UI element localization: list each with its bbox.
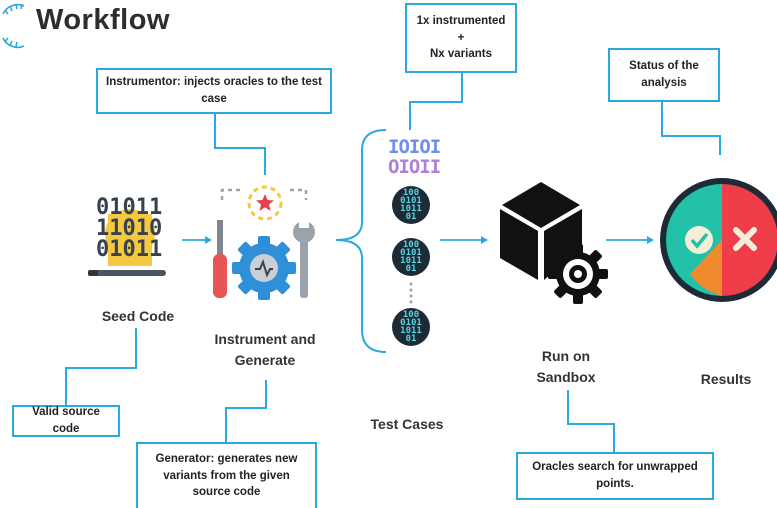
cross-icon <box>733 227 757 251</box>
seed-code-row: 01011 <box>96 237 163 262</box>
generator-callout: Generator: generates new variants from t… <box>136 442 317 508</box>
oracles-connector <box>567 390 615 452</box>
seed-code-row: 11010 <box>96 216 163 241</box>
binary-row: OIOII <box>388 156 441 178</box>
variant-icon: 100 0101 1011 01 <box>392 308 430 346</box>
seed-connector <box>65 328 137 405</box>
variant-row: 01 <box>405 334 417 344</box>
variants-line-2: + <box>457 31 465 44</box>
status-connector <box>661 102 721 155</box>
logo-icon <box>2 3 25 49</box>
wrench-icon <box>293 214 315 298</box>
check-icon <box>685 226 713 254</box>
variant-row: 0101 <box>400 248 422 258</box>
seed-code-row: 01011 <box>96 195 163 220</box>
variants-callout: 1x instrumented + Nx variants <box>405 3 517 73</box>
stage-instrument-label: Instrument and Generate <box>214 331 316 368</box>
valid-source-callout: Valid source code <box>12 405 120 437</box>
variant-row: 100 <box>402 240 420 250</box>
variants-connector <box>409 73 463 130</box>
variant-row: 0101 <box>400 196 422 206</box>
stage-seed-label: Seed Code <box>101 308 175 324</box>
cube-icon <box>500 182 582 280</box>
variants-line-3: Nx variants <box>429 48 492 61</box>
page-title: Workflow <box>36 4 170 36</box>
variant-row: 100 <box>402 188 420 198</box>
seed-code-digits: 01011 11010 01011 <box>96 195 163 262</box>
screwdriver-icon <box>213 220 227 298</box>
binary-row: IOIOI <box>388 136 441 158</box>
variants-line-1: 1x instrumented <box>416 14 506 27</box>
gear-icon <box>232 236 296 300</box>
variant-row: 0101 <box>400 318 422 328</box>
instrumentor-connector <box>214 114 266 175</box>
cog-icon <box>548 244 608 304</box>
stage-sandbox-label: Run on Sandbox <box>536 348 596 385</box>
stage-results-label: Results <box>700 371 752 387</box>
instrumentor-callout: Instrumentor: injects oracles to the tes… <box>96 68 332 114</box>
variant-row: 1011 <box>400 204 422 214</box>
binary-icon: IOIOI OIOII <box>388 136 441 178</box>
variant-row: 100 <box>402 310 420 320</box>
stage-testcases-label: Test Cases <box>370 416 444 432</box>
variant-icon: 100 0101 1011 01 <box>392 238 430 276</box>
variant-row: 1011 <box>400 256 422 266</box>
status-callout: Status of the analysis <box>608 48 720 102</box>
variant-icon: 100 0101 1011 01 <box>392 186 430 224</box>
variant-row: 1011 <box>400 326 422 336</box>
test-cases-brace <box>335 129 387 353</box>
generator-connector <box>225 380 267 442</box>
oracles-callout: Oracles search for unwrapped points. <box>516 452 714 500</box>
variant-row: 01 <box>405 212 417 222</box>
variant-row: 01 <box>405 264 417 274</box>
star-icon <box>256 194 274 211</box>
